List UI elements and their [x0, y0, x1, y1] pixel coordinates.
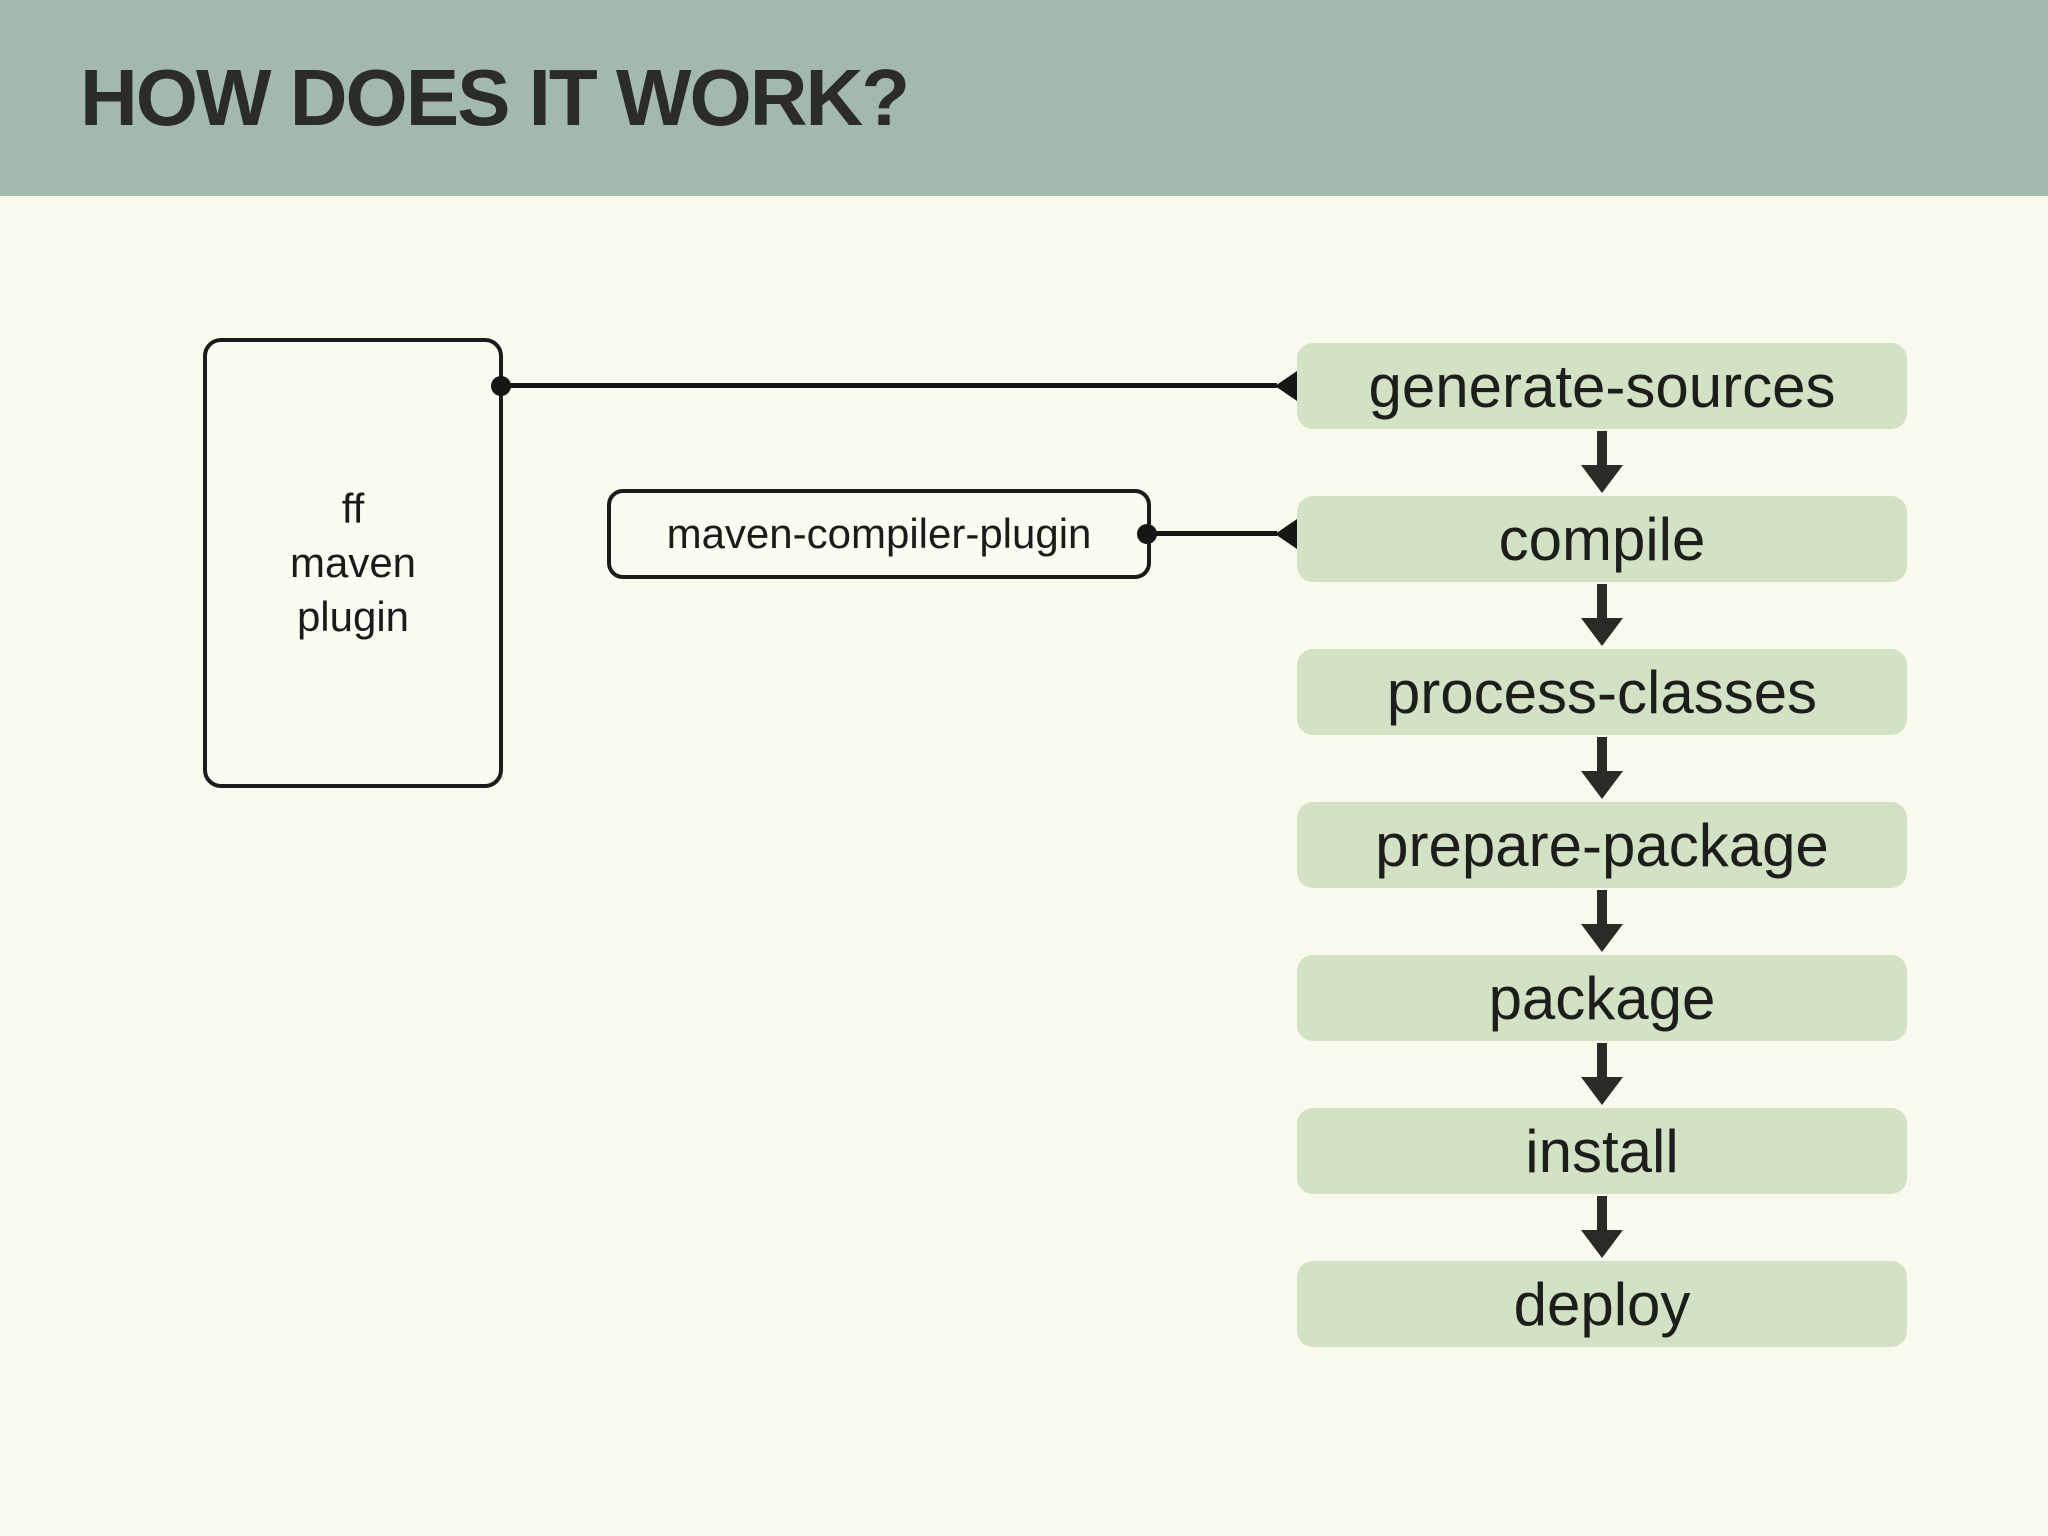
connector-arrowhead-icon [1275, 519, 1297, 549]
node-install: install [1297, 1108, 1907, 1194]
connector-line [1147, 531, 1277, 536]
node-generate-sources: generate-sources [1297, 343, 1907, 429]
down-arrow-icon [1581, 431, 1623, 493]
node-compile: compile [1297, 496, 1907, 582]
down-arrow-icon [1581, 1043, 1623, 1105]
node-maven-compiler-plugin: maven-compiler-plugin [607, 489, 1151, 579]
node-process-classes: process-classes [1297, 649, 1907, 735]
node-deploy: deploy [1297, 1261, 1907, 1347]
node-package: package [1297, 955, 1907, 1041]
label-line: maven [289, 539, 417, 586]
connector-line [501, 383, 1277, 388]
down-arrow-icon [1581, 737, 1623, 799]
label-line: plugin [296, 593, 410, 640]
ff-maven-plugin-label: ff maven plugin [290, 482, 416, 644]
slide-title: HOW DOES IT WORK? [80, 53, 910, 142]
connector-arrowhead-icon [1275, 371, 1297, 401]
down-arrow-icon [1581, 890, 1623, 952]
down-arrow-icon [1581, 1196, 1623, 1258]
down-arrow-icon [1581, 584, 1623, 646]
node-ff-maven-plugin: ff maven plugin [203, 338, 503, 788]
maven-compiler-plugin-label: maven-compiler-plugin [666, 510, 1092, 557]
node-prepare-package: prepare-package [1297, 802, 1907, 888]
label-line: ff [341, 485, 365, 532]
slide-header: HOW DOES IT WORK? [0, 0, 2048, 196]
